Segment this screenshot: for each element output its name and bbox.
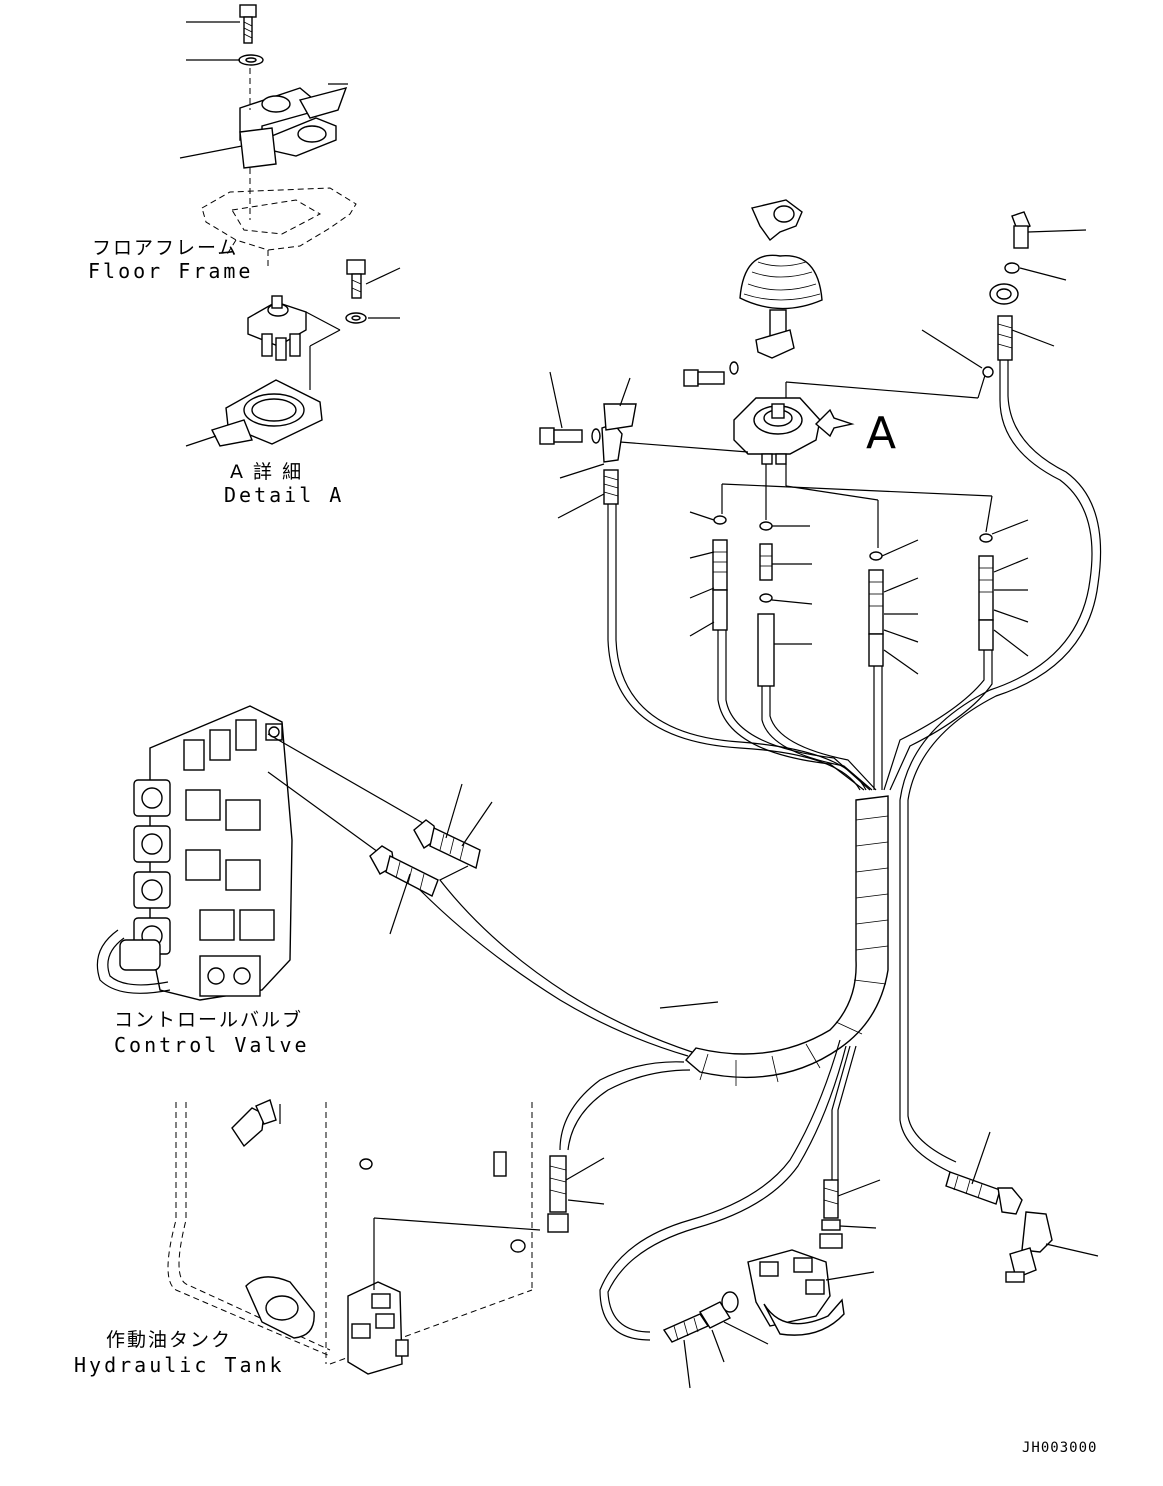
outlet-fitting-2 (757, 521, 813, 687)
solenoid-block (747, 1249, 875, 1336)
hydraulic-tank-label-en: Hydraulic Tank (74, 1353, 285, 1377)
elbow-fitting (539, 371, 637, 519)
bottom-hose-fitting (662, 1291, 769, 1389)
hydraulic-tank (167, 1099, 605, 1375)
lever-bolt (683, 361, 739, 387)
floor-frame-label-jp: フロアフレーム (92, 237, 238, 259)
right-side-fitting (945, 1131, 1099, 1283)
control-valve-label-en: Control Valve (114, 1033, 310, 1057)
pilot-valve: A (619, 371, 993, 548)
view-a-marker: A (866, 408, 896, 459)
hose-bundle (379, 360, 1102, 1341)
lever-knob (751, 199, 803, 242)
bottom-center-fitting (819, 1179, 881, 1249)
floor-frame-label-en: Floor Frame (88, 259, 253, 283)
floor-plate-assembly (179, 4, 357, 268)
cv-fitting-lower (369, 845, 439, 935)
detail-a-assembly (185, 259, 401, 447)
detail-a-label: A 詳 細 Detail A (224, 461, 344, 507)
cv-fitting-upper (413, 783, 493, 870)
control-valve-label-jp: コントロールバルブ (114, 1008, 303, 1031)
rubber-boot (739, 254, 823, 359)
hydraulic-tank-label: 作動油タンク Hydraulic Tank (74, 1329, 285, 1377)
outlet-fitting-3 (868, 539, 919, 675)
outlet-fitting-4 (978, 519, 1029, 657)
detail-a-label-en: Detail A (224, 483, 344, 507)
control-valve (96, 705, 429, 1001)
control-valve-label: コントロールバルブ Control Valve (114, 1008, 310, 1057)
floor-frame-label: フロアフレーム Floor Frame (88, 237, 253, 283)
detail-a-label-jp: A 詳 細 (230, 461, 303, 483)
hydraulic-tank-label-jp: 作動油タンク (106, 1329, 232, 1351)
top-right-fitting (921, 211, 1087, 378)
drawing-code: JH003000 (1022, 1440, 1097, 1456)
outlet-fitting-1 (689, 511, 728, 637)
